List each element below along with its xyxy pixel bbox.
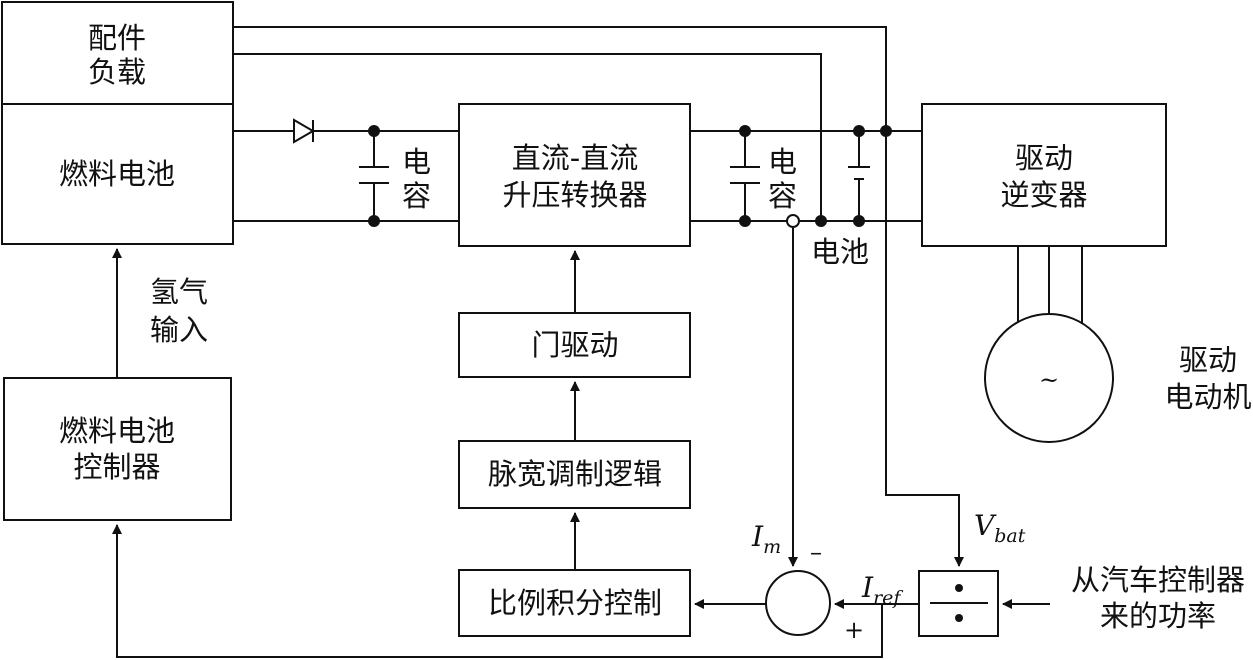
- capacitor-left: 电 容: [359, 125, 431, 227]
- battery-label: 电池: [811, 235, 869, 269]
- capacitor-right-label-line1: 电: [768, 145, 797, 179]
- fuel-cell-controller-label-line1: 燃料电池: [59, 414, 175, 448]
- drive-inverter-label-line2: 逆变器: [1000, 178, 1087, 212]
- fuel-cell-label: 燃料电池: [59, 157, 175, 191]
- fuel-cell-controller-block: 燃料电池 控制器: [3, 377, 232, 521]
- summing-junction: [765, 570, 831, 636]
- capacitor-right: 电 容: [730, 125, 797, 227]
- pwm-logic-label: 脉宽调制逻辑: [488, 457, 662, 491]
- accessory-load-label-line1: 配件: [88, 21, 146, 55]
- plus-sign: +: [844, 616, 864, 644]
- current-feedback-loop: Im – + Iref: [694, 227, 919, 644]
- pwm-logic-block: 脉宽调制逻辑: [458, 440, 691, 509]
- dc-dc-converter-label-line2: 升压转换器: [502, 178, 647, 212]
- drive-inverter-label-line1: 驱动: [1015, 141, 1073, 175]
- gate-driver-block: 门驱动: [458, 312, 691, 378]
- capacitor-left-label-line2: 容: [402, 179, 431, 213]
- fuel-cell-block: 燃料电池: [1, 103, 234, 245]
- dc-dc-converter-label-line1: 直流-直流: [512, 141, 638, 175]
- hydrogen-input-label-line1: 氢气: [150, 275, 208, 309]
- hydrogen-input-path: 氢气 输入: [112, 248, 208, 378]
- pi-control-block: 比例积分控制: [458, 569, 691, 637]
- minus-sign: –: [810, 538, 822, 566]
- drive-motor-label-line2: 电动机: [1164, 380, 1251, 414]
- capacitor-right-label-line2: 容: [768, 179, 797, 213]
- drive-motor: ~ 驱动 电动机: [984, 246, 1252, 443]
- fuel-cell-controller-label-line2: 控制器: [73, 450, 160, 484]
- accessory-load-label-line2: 负载: [88, 55, 146, 89]
- iref-label: Iref: [861, 571, 903, 609]
- accessory-load-block: 配件 负载: [1, 1, 234, 105]
- power-command-label-line1: 从汽车控制器: [1071, 563, 1245, 597]
- power-command-input: 从汽车控制器 来的功率: [1002, 563, 1245, 633]
- divider-block: [918, 570, 999, 637]
- pi-control-label: 比例积分控制: [488, 586, 662, 620]
- diode-symbol: [293, 118, 315, 144]
- power-bus: 电 容 电 容 电池: [233, 118, 922, 269]
- gate-driver-label: 门驱动: [531, 328, 618, 362]
- battery-symbol: 电池: [811, 125, 870, 269]
- capacitor-left-label-line1: 电: [402, 145, 431, 179]
- vbat-label: Vbat: [974, 509, 1026, 547]
- im-label: Im: [751, 520, 781, 558]
- hydrogen-input-label-line2: 输入: [150, 313, 208, 347]
- motor-circle: [984, 313, 1114, 443]
- drive-motor-label-line1: 驱动: [1179, 343, 1237, 377]
- motor-ac-symbol: ~: [1039, 366, 1059, 394]
- accessory-load-feed: [233, 26, 892, 227]
- current-sense-terminal: [786, 214, 800, 228]
- drive-inverter-block: 驱动 逆变器: [921, 103, 1167, 247]
- dc-dc-converter-block: 直流-直流 升压转换器: [458, 103, 691, 247]
- power-command-label-line2: 来的功率: [1100, 599, 1216, 633]
- battery-voltage-sense: Vbat: [885, 131, 1026, 567]
- fuel-cell-reference-path: [112, 524, 883, 658]
